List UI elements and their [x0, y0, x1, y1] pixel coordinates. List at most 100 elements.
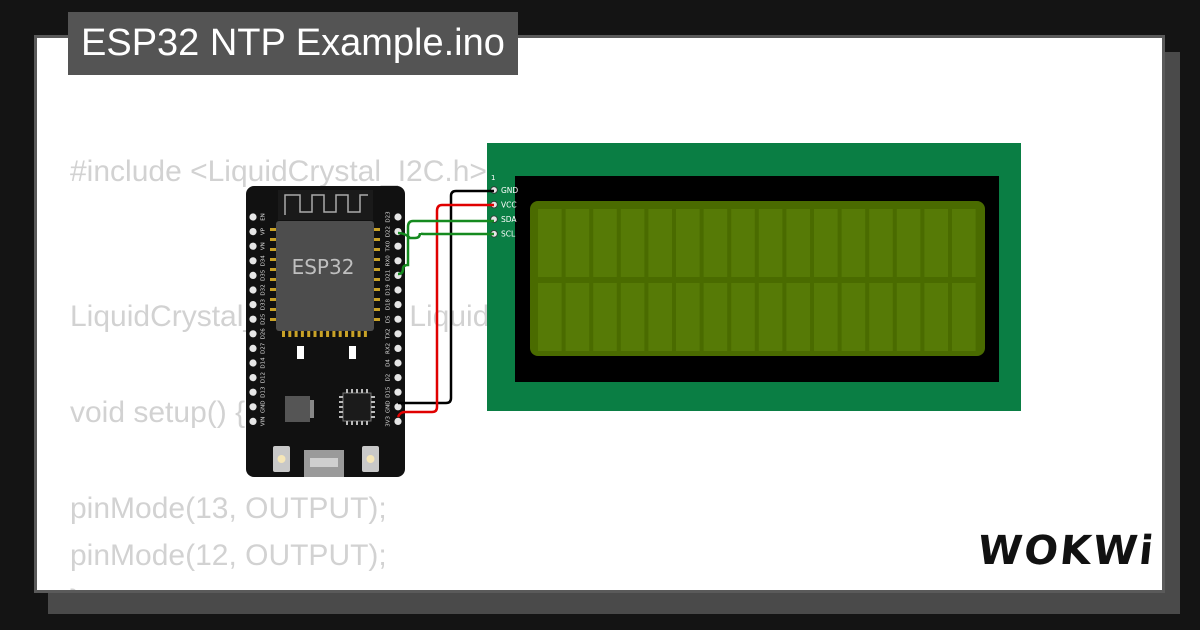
lcd-char-cell — [593, 283, 617, 351]
board-pin-label: D27 — [261, 342, 267, 354]
chip-pad — [326, 331, 330, 337]
chip-pad — [374, 258, 380, 261]
wokwi-logo[interactable]: WOKWi — [975, 528, 1158, 574]
lcd-char-cell — [703, 209, 728, 277]
lcd-char-cell — [731, 209, 755, 277]
smd-component — [297, 346, 304, 359]
chip-pad — [339, 406, 343, 408]
board-pin-label: TX2 — [386, 328, 392, 340]
lcd-char-cell — [758, 283, 783, 351]
board-pin[interactable] — [249, 257, 257, 265]
code-line: #include <LiquidCrystal_I2C.h> — [70, 155, 487, 188]
board-pin-label: D32 — [261, 284, 267, 295]
lcd-char-cell — [786, 283, 810, 351]
code-line: } — [70, 584, 80, 590]
project-title[interactable]: ESP32 NTP Example.ino — [68, 12, 518, 75]
chip-pad — [374, 308, 380, 311]
board-pin[interactable] — [249, 315, 257, 323]
lcd-char-cell — [952, 283, 976, 351]
board-pin-label: GND — [386, 400, 392, 413]
board-pin[interactable] — [394, 301, 402, 309]
chip-pad — [371, 411, 375, 413]
chip-pad — [300, 331, 304, 337]
lcd-char-cell — [841, 283, 866, 351]
wire-scl — [397, 231, 494, 240]
board-pin[interactable] — [394, 315, 402, 323]
regulator-tab — [310, 400, 314, 418]
lcd-pin-label: GND — [501, 186, 518, 195]
chip-pad — [270, 318, 276, 321]
lcd-pin1-label: 1 — [491, 174, 495, 182]
chip-pad — [363, 331, 367, 337]
board-pin[interactable] — [394, 344, 402, 352]
lcd-char-cell — [924, 283, 948, 351]
lcd-char-cell — [814, 209, 838, 277]
board-pin-label: GND — [261, 400, 267, 413]
board-pin[interactable] — [249, 271, 257, 279]
board-pin-label: D5 — [386, 315, 392, 323]
board-pin[interactable] — [394, 417, 402, 425]
board-pin[interactable] — [249, 228, 257, 236]
chip-pad — [319, 331, 323, 337]
board-pin-label: D18 — [386, 298, 392, 310]
chip-pad — [356, 389, 358, 393]
chip-pad — [374, 278, 380, 281]
lcd-char-cell — [869, 283, 893, 351]
lcd-char-cell — [593, 209, 617, 277]
board-pin[interactable] — [249, 359, 257, 367]
board-pin-label: D33 — [261, 298, 267, 310]
board-pin[interactable] — [249, 213, 257, 221]
lcd-char-cell — [841, 209, 866, 277]
board-pin[interactable] — [394, 286, 402, 294]
board-pin[interactable] — [394, 374, 402, 382]
chip-pad — [361, 421, 363, 425]
chip-pad — [371, 401, 375, 403]
lcd-char-cell — [731, 283, 755, 351]
board-pin[interactable] — [249, 344, 257, 352]
chip-pad — [371, 406, 375, 408]
code-line: pinMode(13, OUTPUT); — [70, 492, 387, 525]
chip-pad — [270, 238, 276, 241]
board-pin-label: TX0 — [386, 240, 392, 252]
antenna-trace — [284, 194, 368, 215]
board-pin-headers: ENVPVND34D35D32D33D25D26D27D14D12D13GNDV… — [249, 211, 402, 427]
wires — [396, 189, 494, 418]
chip-label: ESP32 — [292, 255, 355, 279]
board-pin[interactable] — [394, 359, 402, 367]
chip-pad — [270, 308, 276, 311]
esp32-board[interactable]: ESP32 ENVPVND34D35D32D33D25D26D27D14D12D… — [246, 186, 405, 477]
lcd-pin-label: SDA — [501, 215, 517, 224]
chip-pad — [366, 421, 368, 425]
board-pin[interactable] — [249, 286, 257, 294]
board-pin[interactable] — [249, 374, 257, 382]
lcd-char-cell — [814, 283, 838, 351]
board-pin[interactable] — [249, 330, 257, 338]
board-pin-label: D34 — [261, 255, 267, 267]
chip-pad — [374, 238, 380, 241]
board-pin-label: D14 — [261, 357, 267, 369]
code-line: void setup() { — [70, 396, 246, 429]
board-pin[interactable] — [394, 213, 402, 221]
chip-pad — [351, 389, 353, 393]
esp32-chip — [276, 221, 374, 331]
chip-pad — [356, 421, 358, 425]
board-pin[interactable] — [249, 417, 257, 425]
board-pin-label: D2 — [386, 374, 392, 382]
lcd-char-cell — [869, 209, 893, 277]
board-pin[interactable] — [249, 242, 257, 250]
board-pin[interactable] — [394, 257, 402, 265]
board-pin-label: D12 — [261, 372, 267, 383]
board-pin[interactable] — [394, 242, 402, 250]
lcd-char-cell — [924, 209, 948, 277]
board-pin[interactable] — [249, 301, 257, 309]
board-pin[interactable] — [249, 388, 257, 396]
board-pin[interactable] — [394, 388, 402, 396]
micro-usb-opening — [310, 458, 338, 467]
chip-pad — [270, 268, 276, 271]
board-pin[interactable] — [394, 403, 402, 411]
lcd-char-cell — [676, 209, 700, 277]
board-pin[interactable] — [394, 330, 402, 338]
board-pin[interactable] — [249, 403, 257, 411]
